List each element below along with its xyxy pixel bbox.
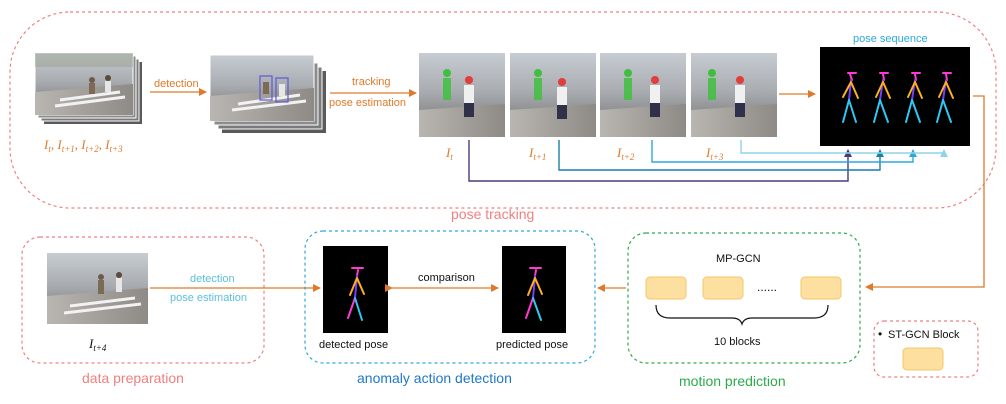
- legend-box: [873, 320, 979, 378]
- legend-block-swatch: [902, 347, 944, 371]
- connector-t3: [740, 140, 948, 157]
- st-gcn-block-1: [645, 276, 687, 300]
- frame-label-t3: It+3: [705, 145, 724, 162]
- st-gcn-block-2: [702, 276, 744, 300]
- st-gcn-block-10: [800, 276, 842, 300]
- scene-image: [34, 52, 134, 116]
- pose-tracking-region: [9, 11, 997, 209]
- pose-sequence-skeletons: [842, 72, 954, 123]
- frame-label-t: It: [445, 145, 453, 162]
- anomaly-detection-region: [304, 230, 596, 364]
- pose-sequence-panel: [820, 47, 970, 146]
- data-prep-pose-estimation-label: pose estimation: [170, 292, 247, 304]
- skeleton-2: [873, 72, 891, 123]
- detected-pose-skeleton: [347, 267, 365, 321]
- anomaly-detection-title: anomaly action detection: [357, 370, 512, 386]
- skeleton-4: [936, 72, 954, 123]
- data-preparation-region: [21, 236, 265, 364]
- detected-pose-label: detected pose: [319, 339, 388, 351]
- frame-t4-label: It+4: [88, 336, 107, 353]
- skeleton-3: [905, 72, 923, 123]
- pose-estimation-label: pose estimation: [329, 97, 406, 109]
- comparison-label: comparison: [418, 272, 475, 284]
- mp-gcn-label: MP-GCN: [716, 253, 761, 265]
- pose-tracking-title: pose tracking: [451, 206, 534, 222]
- frame-t4-image: [47, 253, 148, 324]
- blocks-count-label: 10 blocks: [714, 336, 761, 348]
- scene-image: [209, 54, 315, 122]
- tracked-frame-t: [419, 53, 505, 137]
- motion-prediction-region: [627, 232, 861, 364]
- tracked-frame-t1: [510, 53, 596, 137]
- legend-bullet: •: [878, 327, 882, 341]
- to-motion-prediction-arrow: [865, 95, 985, 291]
- detected-frame-stack: [209, 54, 326, 133]
- tracked-frame-t2: [600, 53, 686, 137]
- connector-t: [468, 140, 852, 182]
- tracked-frame-t3: [691, 53, 777, 137]
- frame-label-t2: It+2: [616, 145, 635, 162]
- predicted-pose-skeleton: [525, 267, 543, 321]
- tracking-label: tracking: [352, 76, 391, 88]
- detection-label: detection: [154, 78, 199, 90]
- skeleton-1: [842, 72, 859, 123]
- connector-t1: [558, 140, 884, 171]
- data-preparation-title: data preparation: [82, 370, 184, 386]
- pose-sequence-title: pose sequence: [853, 33, 928, 45]
- data-prep-detection-label: detection: [190, 273, 235, 285]
- input-frames-label: It, It+1, It+2, It+3: [43, 137, 123, 154]
- blocks-brace: [655, 304, 829, 326]
- legend-label: ST-GCN Block: [888, 329, 960, 341]
- blocks-ellipsis: ......: [757, 280, 777, 294]
- input-frame-stack: [34, 52, 142, 124]
- frame-label-t1: It+1: [528, 145, 546, 162]
- connector-t2: [651, 140, 917, 163]
- predicted-pose-label: predicted pose: [496, 339, 568, 351]
- motion-prediction-title: motion prediction: [679, 373, 786, 389]
